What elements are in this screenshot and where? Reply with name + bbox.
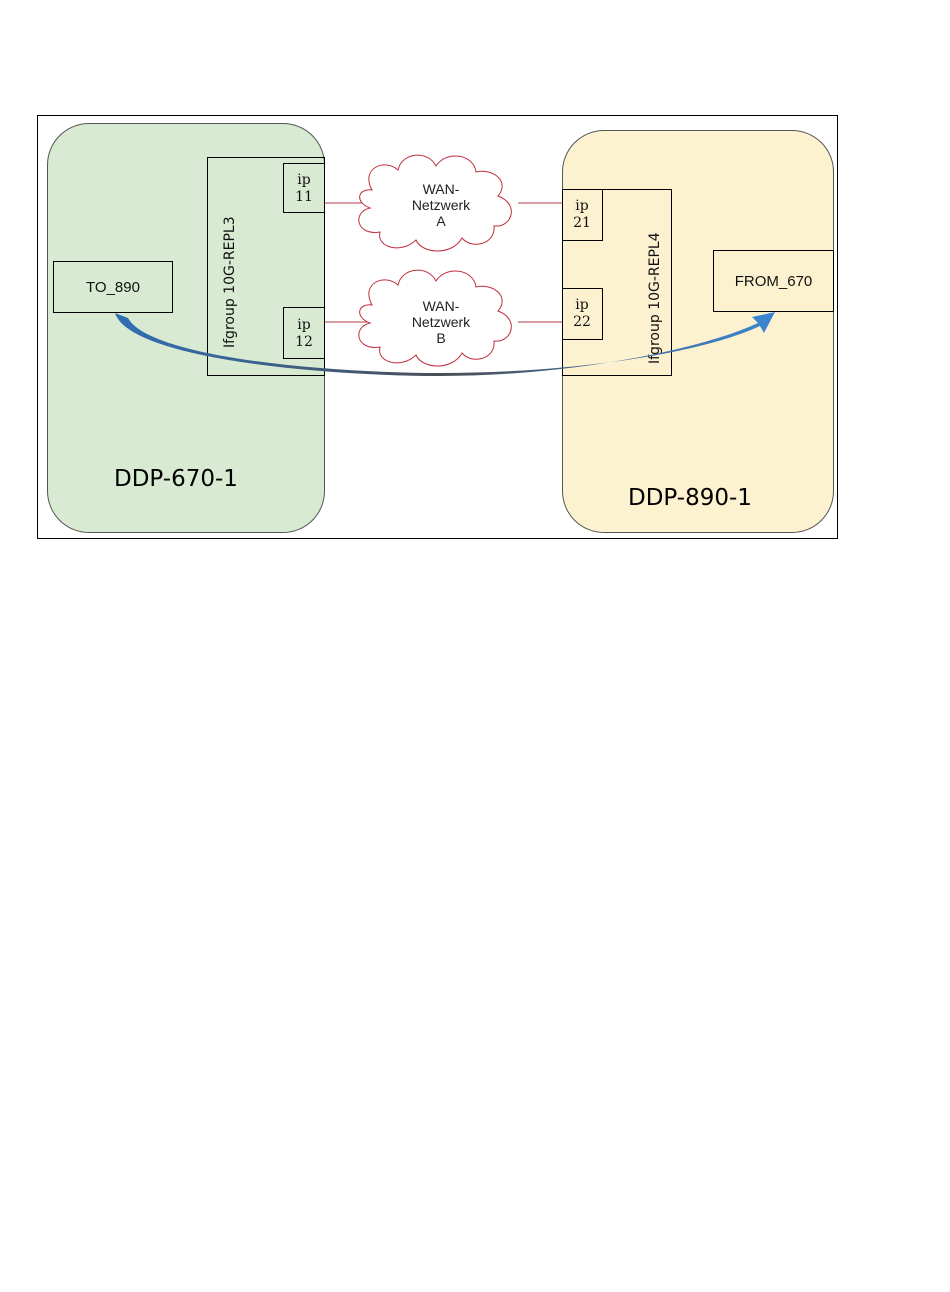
system-ddp-670-label: DDP-670-1 (114, 466, 238, 492)
system-ddp-890-label: DDP-890-1 (628, 485, 752, 511)
